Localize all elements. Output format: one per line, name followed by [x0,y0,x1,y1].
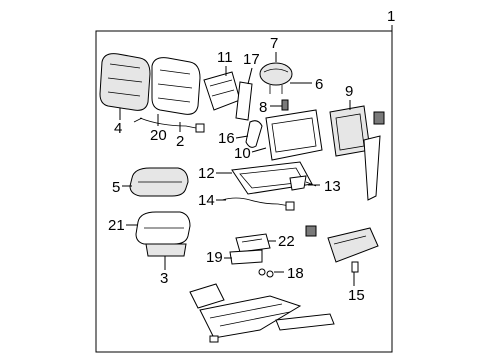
callout-21: 21 [108,217,125,234]
seat-back-cushion [99,53,151,111]
callout-19: 19 [206,249,223,266]
side-shield [305,225,379,263]
seat-cushion [129,167,189,197]
headrest [259,62,293,94]
callout-9: 9 [345,83,353,100]
callout-3: 3 [160,270,168,287]
seat-track-assembly [189,283,335,343]
seat-cushion-pad [145,243,187,257]
callout-11: 11 [217,49,233,66]
callout-7: 7 [270,35,278,52]
trim-strip [235,81,253,121]
seat-harness [221,197,295,211]
seat-cushion-cover [135,211,191,245]
callout-10: 10 [234,145,251,162]
callout-8: 8 [259,99,267,116]
callout-13: 13 [324,178,341,195]
lumbar-module [203,71,241,111]
leader-17 [247,67,253,85]
seat-back-frame [245,109,323,161]
leader-16 [235,135,249,139]
side-trim [363,111,385,201]
callout-12: 12 [198,165,215,182]
seat-back-harness [133,117,205,133]
seat-latch [289,175,317,191]
callout-5: 5 [112,179,120,196]
fastener-set [258,268,274,278]
callout-16: 16 [218,130,235,147]
callout-18: 18 [287,265,304,282]
headrest-guide [281,99,289,111]
callout-17: 17 [243,51,260,68]
callout-22: 22 [278,233,295,250]
callout-20: 20 [150,127,167,144]
mount-bracket [229,249,263,265]
seat-back-cover [151,57,201,115]
leader-10 [251,147,267,153]
callout-1: 1 [387,8,395,25]
callout-4: 4 [114,120,122,137]
assembly-frame [95,30,393,353]
switch-assembly [235,233,271,253]
callout-14: 14 [198,192,215,209]
seat-back-panel [329,105,371,157]
callout-2: 2 [176,133,184,150]
callout-6: 6 [315,76,323,93]
bolt [351,261,359,273]
callout-15: 15 [348,287,365,304]
